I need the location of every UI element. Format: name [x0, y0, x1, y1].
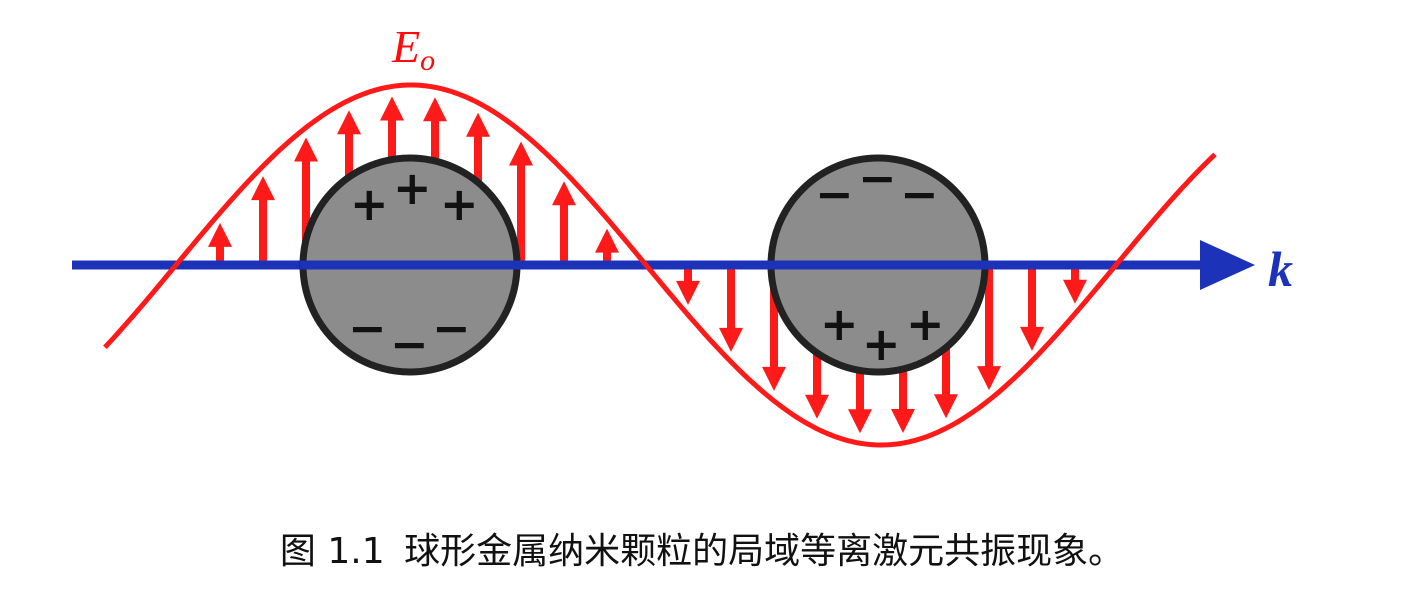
charge-minus: − [815, 167, 854, 221]
field-arrow-head [552, 181, 576, 206]
field-arrow-head [208, 222, 232, 247]
field-arrow-head [337, 110, 361, 135]
charge-minus: − [348, 301, 387, 355]
field-arrow-head [762, 366, 786, 391]
charge-minus: − [390, 317, 429, 371]
charge-plus: + [393, 161, 432, 215]
figure-number: 图 1.1 [279, 531, 385, 572]
field-arrow-head [1020, 326, 1044, 351]
field-arrow-head [595, 228, 619, 253]
field-arrow-head [805, 394, 829, 419]
field-wave [103, 82, 1217, 448]
field-label: Eo [391, 21, 435, 77]
field-arrow-head [934, 394, 958, 419]
caption-text: 球形金属纳米颗粒的局域等离激元共振现象。 [404, 531, 1125, 572]
field-arrow-head [848, 409, 872, 434]
charge-plus: + [906, 297, 945, 351]
propagation-arrowhead [1200, 240, 1255, 290]
charge-plus: + [350, 177, 389, 231]
field-arrow-head [509, 141, 533, 166]
charge-minus: − [900, 167, 939, 221]
field-arrow-head [423, 97, 447, 122]
charge-minus: − [432, 301, 471, 355]
field-arrow-head [380, 96, 404, 121]
field-arrow-head [719, 327, 743, 352]
field-arrow-head [1063, 279, 1087, 304]
field-arrow-head [251, 176, 275, 201]
field-arrow-head [466, 112, 490, 137]
charge-plus: + [862, 317, 901, 371]
wave-vector-label: k [1268, 241, 1293, 297]
field-arrow-head [676, 280, 700, 305]
charge-plus: + [440, 177, 479, 231]
charge-plus: + [820, 297, 859, 351]
field-arrow-head [977, 366, 1001, 391]
field-arrow-head [891, 409, 915, 434]
figure-caption: 图 1.1 球形金属纳米颗粒的局域等离激元共振现象。 [0, 522, 1404, 574]
charge-minus: − [858, 151, 897, 205]
field-arrow-head [294, 137, 318, 162]
